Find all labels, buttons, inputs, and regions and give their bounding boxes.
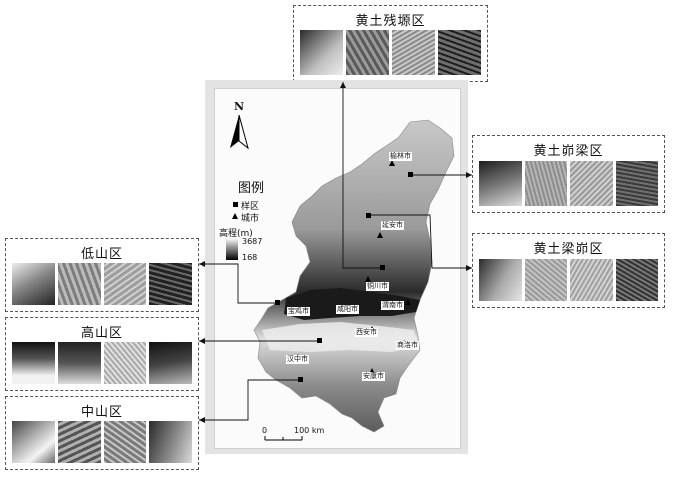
sample-marker	[366, 213, 371, 218]
city-label: 咸阳市	[336, 305, 359, 314]
region-box-zhongshan: 中山区	[5, 396, 199, 470]
legend-city-icon	[232, 213, 238, 219]
city-marker	[365, 276, 371, 282]
city-label: 宝鸡市	[287, 307, 310, 316]
weihe-basin	[284, 288, 420, 320]
terrain-thumb	[300, 30, 343, 75]
terrain-thumb	[57, 342, 101, 384]
legend-sample-icon	[233, 202, 238, 207]
sample-marker	[275, 300, 280, 305]
city-label: 汉中市	[286, 355, 309, 364]
city-label: 安康市	[362, 372, 385, 381]
terrain-thumb	[615, 259, 658, 301]
legend-elevation-label: 高程(m)	[219, 229, 253, 239]
terrain-thumb	[149, 342, 192, 384]
province-dem	[253, 119, 455, 433]
north-arrow-icon	[230, 114, 249, 150]
city-label: 西安市	[355, 328, 378, 337]
thumb-row	[12, 342, 192, 384]
sample-marker	[317, 338, 322, 343]
region-box-canyuan: 黄土残塬区	[293, 5, 488, 82]
terrain-thumb	[103, 342, 147, 384]
region-title: 黄土峁梁区	[533, 144, 604, 159]
thumb-row	[12, 263, 192, 305]
region-box-liangmao: 黄土梁峁区	[472, 233, 665, 308]
region-title: 低山区	[80, 247, 123, 262]
qinling-ridge	[262, 322, 418, 352]
region-box-gaoshan: 高山区	[5, 317, 199, 391]
city-marker	[389, 160, 395, 166]
sample-marker	[298, 377, 303, 382]
arrowheads	[199, 82, 472, 423]
terrain-thumb	[12, 263, 55, 305]
scale-bar	[264, 436, 303, 441]
legend-elev-max: 3687	[242, 237, 263, 246]
scale-zero: 0	[262, 426, 268, 435]
terrain-thumb	[12, 421, 55, 463]
terrain-thumb	[524, 259, 567, 301]
terrain-thumb	[479, 161, 522, 206]
terrain-thumb	[570, 161, 613, 206]
terrain-thumb	[103, 263, 147, 305]
terrain-thumb	[57, 421, 101, 463]
region-title: 高山区	[80, 326, 123, 341]
terrain-thumb	[57, 263, 101, 305]
terrain-thumb	[12, 342, 55, 384]
legend-elevation-ramp	[226, 238, 238, 260]
terrain-thumb	[149, 421, 192, 463]
terrain-thumb	[346, 30, 389, 75]
region-title: 黄土残塬区	[355, 14, 426, 29]
legend-sample-label: 样区	[241, 202, 260, 212]
terrain-thumb	[392, 30, 435, 75]
region-title: 黄土梁峁区	[533, 242, 604, 257]
legend-elev-min: 168	[242, 253, 258, 262]
terrain-thumb	[524, 161, 567, 206]
thumb-row	[300, 30, 481, 75]
region-title: 中山区	[80, 405, 123, 420]
city-marker	[377, 232, 383, 238]
region-box-dishan: 低山区	[5, 238, 199, 312]
terrain-thumb	[570, 259, 613, 301]
terrain-thumb	[438, 30, 481, 75]
city-label: 渭南市	[381, 301, 404, 310]
terrain-thumb	[615, 161, 658, 206]
sample-marker	[408, 172, 413, 177]
city-marker	[405, 299, 411, 305]
city-label: 榆林市	[389, 152, 412, 161]
city-label: 商洛市	[396, 341, 419, 350]
city-label: 铜川市	[366, 282, 389, 291]
legend-city-label: 城市	[241, 214, 260, 224]
legend-title: 图例	[238, 181, 265, 196]
thumb-row	[479, 161, 658, 206]
thumb-row	[479, 259, 658, 301]
region-box-maoliang: 黄土峁梁区	[472, 135, 665, 213]
terrain-thumb	[479, 259, 522, 301]
north-label: N	[234, 100, 245, 113]
thumb-row	[12, 421, 192, 463]
leader-lines	[199, 82, 472, 421]
sample-marker	[380, 265, 385, 270]
scale-distance: 100 km	[294, 426, 325, 435]
terrain-thumb	[103, 421, 147, 463]
terrain-thumb	[149, 263, 192, 305]
city-label: 延安市	[381, 221, 404, 230]
